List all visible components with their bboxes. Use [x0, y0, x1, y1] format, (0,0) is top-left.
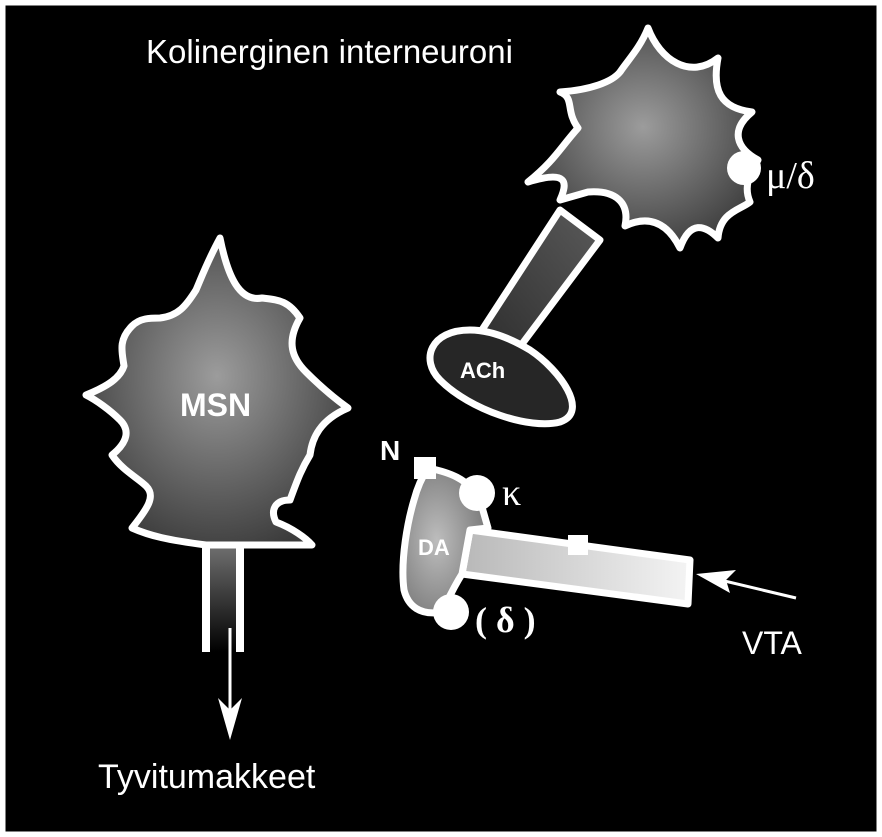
- msn-soma: [82, 234, 352, 549]
- delta-receptor: [433, 594, 469, 630]
- dopamine-neuron: [399, 457, 694, 630]
- mu-delta-label: μ/δ: [766, 155, 815, 197]
- ach-terminal: [426, 326, 576, 428]
- cholinergic-soma: [524, 24, 762, 252]
- msn-label: MSN: [180, 387, 251, 423]
- vta-input-arrow: [696, 570, 797, 600]
- cholinergic-interneuron: [426, 24, 762, 428]
- cholinergic-title: Kolinerginen interneuroni: [146, 33, 513, 70]
- axon-receptor-square: [568, 535, 588, 555]
- kappa-label: κ: [502, 472, 521, 514]
- basal-ganglia-label: Tyvitumakkeet: [98, 758, 316, 796]
- mu-delta-receptor: [727, 151, 761, 185]
- kappa-receptor: [459, 475, 495, 511]
- n-label: N: [380, 435, 400, 466]
- vta-label: VTA: [742, 625, 803, 661]
- ach-label: ACh: [460, 358, 505, 383]
- delta-paren-label: ( δ ): [475, 600, 536, 640]
- msn-output-arrow: [218, 628, 242, 740]
- msn-neuron: [82, 234, 352, 652]
- n-receptor: [414, 457, 436, 479]
- da-label: DA: [418, 535, 450, 560]
- msn-axon: [206, 548, 240, 652]
